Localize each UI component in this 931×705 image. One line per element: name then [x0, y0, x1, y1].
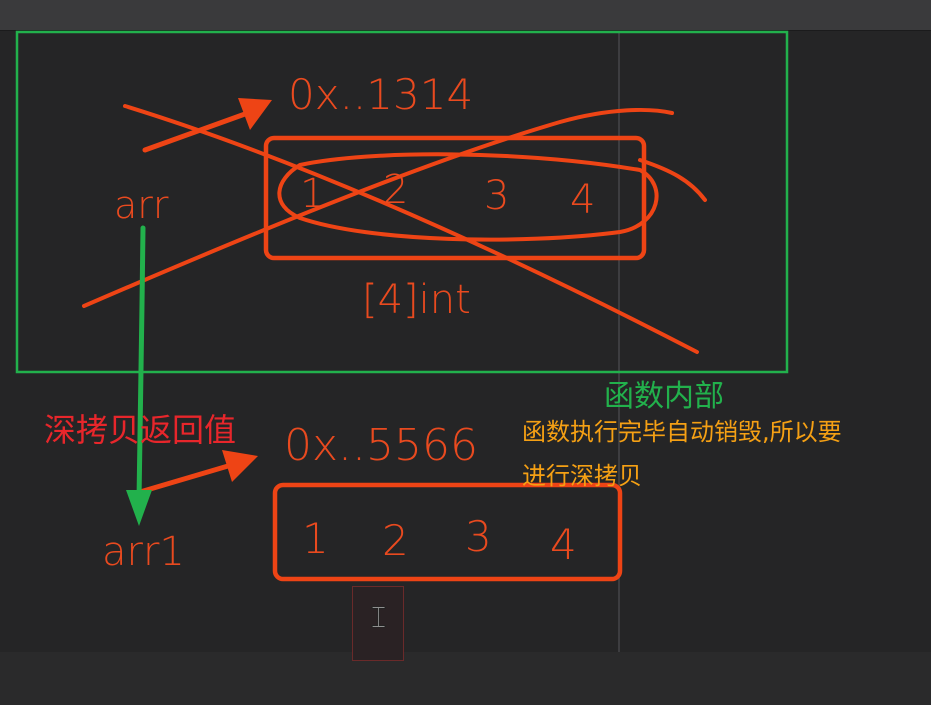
- copy-array-box: [272, 482, 623, 582]
- array-value: 1: [300, 171, 326, 217]
- address-label-1314: 0x..1314: [288, 70, 474, 119]
- text-cursor-icon: 𝙸: [367, 600, 390, 636]
- original-array-box: [263, 135, 647, 261]
- cursor-highlight: [352, 586, 404, 661]
- array-value: 3: [465, 512, 492, 561]
- function-scope-box: [15, 30, 789, 374]
- toolbar-divider: [0, 30, 931, 31]
- cross-out-line-2: [82, 107, 674, 308]
- array-value: 2: [383, 167, 409, 213]
- scribble-ellipse: [277, 152, 659, 242]
- bottom-panel: [0, 652, 931, 705]
- pointer-arrow-2: [137, 463, 231, 495]
- editor-split-divider[interactable]: [618, 31, 620, 705]
- address-label-5566: 0x..5566: [284, 420, 478, 471]
- pointer-arrowhead-2: [222, 450, 258, 482]
- array-value: 1: [302, 514, 329, 563]
- top-toolbar: [0, 0, 931, 30]
- array-value: 3: [484, 173, 510, 219]
- array-value: 4: [550, 520, 577, 569]
- array-value: 4: [570, 177, 596, 223]
- cross-out-tail: [638, 158, 707, 202]
- deep-copy-return-label: 深拷贝返回值: [44, 411, 237, 449]
- array-value: 2: [382, 516, 409, 565]
- explanation-line-1: 函数执行完毕自动销毁,所以要: [522, 418, 842, 446]
- pointer-arrowhead-1: [238, 98, 272, 130]
- arr1-label: arr1: [102, 529, 185, 575]
- array-type-label: [4]int: [362, 277, 471, 323]
- deep-copy-arrow: [136, 225, 146, 503]
- arr-label: arr: [114, 183, 169, 227]
- scope-label: 函数内部: [604, 379, 724, 414]
- explanation-line-2: 进行深拷贝: [522, 462, 642, 490]
- pointer-arrow-1: [142, 111, 248, 153]
- deep-copy-arrowhead: [126, 490, 152, 526]
